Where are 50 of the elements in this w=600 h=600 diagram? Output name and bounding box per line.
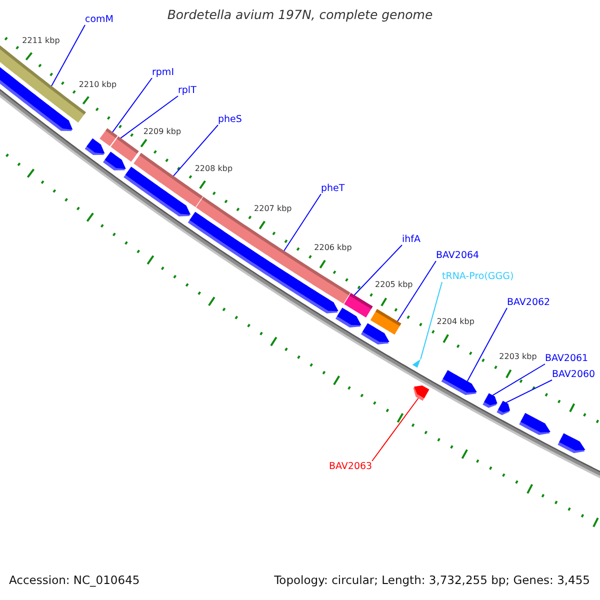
leader-line	[492, 364, 546, 396]
leader-line	[397, 260, 436, 322]
tick-label: 2208 kbp	[194, 164, 233, 174]
gene-label: tRNA-Pro(GGG)	[442, 271, 514, 282]
gene-label: rplT	[178, 85, 196, 96]
accession-text: Accession: NC_010645	[9, 573, 140, 587]
leader-line	[120, 96, 178, 139]
gene-block	[0, 67, 73, 131]
genome-summary-text: Topology: circular; Length: 3,732,255 bp; Genes: 3,455	[274, 573, 590, 587]
tick-label: 2204 kbp	[436, 316, 474, 327]
gene-label: BAV2062	[507, 297, 550, 308]
leader-line	[51, 24, 86, 86]
gene-block	[124, 166, 191, 216]
gene-block	[558, 433, 586, 454]
gene-block	[335, 308, 362, 328]
gene-label: BAV2064	[436, 250, 480, 261]
tick-label: 2209 kbp	[143, 127, 182, 138]
gene-block	[496, 400, 510, 416]
tick-label: 2203 kbp	[499, 352, 537, 362]
gene-label: BAV2060	[552, 369, 596, 380]
tick-label: 2211 kbp	[22, 36, 60, 46]
leader-line	[354, 244, 402, 296]
leader-line	[172, 124, 218, 176]
gene-block	[188, 212, 338, 314]
gene-label: pheS	[218, 114, 242, 125]
gene-block	[84, 138, 105, 156]
trna-marker	[412, 359, 421, 368]
gene-block	[360, 323, 390, 344]
tick-label: 2207 kbp	[254, 204, 292, 214]
leader-line	[372, 398, 419, 462]
gene-label: BAV2061	[545, 353, 588, 364]
leader-line	[284, 194, 322, 252]
leader-line	[466, 308, 508, 382]
leader-line	[506, 380, 552, 404]
gene-label: ihfA	[402, 234, 421, 245]
gene-label: rpmI	[152, 67, 174, 78]
gene-block	[413, 386, 430, 401]
gene-label: comM	[85, 14, 114, 25]
gene-block	[102, 152, 126, 170]
gene-block	[519, 412, 550, 435]
leader-line	[420, 282, 442, 360]
gene-block	[482, 393, 498, 408]
tick-label: 2206 kbp	[314, 242, 352, 253]
leader-line	[112, 78, 152, 133]
gene-label: pheT	[321, 183, 345, 194]
tick-label: 2210 kbp	[78, 80, 117, 90]
diagram-title: Bordetella avium 197N, complete genome	[167, 7, 433, 22]
gene-block	[441, 370, 477, 396]
gene-label: BAV2063	[329, 461, 372, 472]
tick-label: 2205 kbp	[375, 280, 413, 290]
